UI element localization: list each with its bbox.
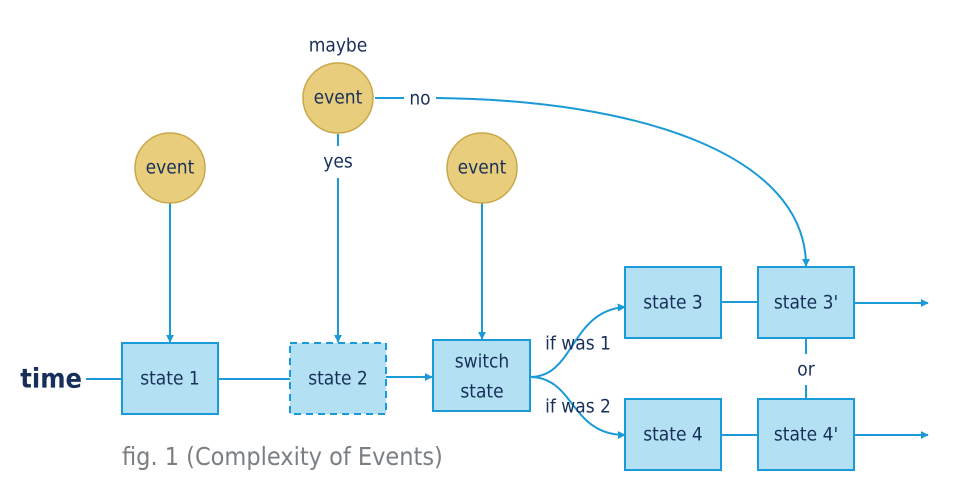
if-was-2-branch-arrow [529,376,626,439]
no-branch-arrow [435,97,810,267]
state-1-box: state 1 [121,342,219,415]
switch-state-label-line-1: switch [455,351,510,373]
switch-state-box: switch state [432,339,531,412]
event-maybe-label: event [314,87,363,109]
if-was-2-label: if was 2 [545,396,611,418]
maybe-label: maybe [309,35,368,57]
yes-label: yes [323,151,353,173]
if-was-1-label: if was 1 [545,333,611,355]
state-2-label: state 2 [308,368,368,390]
if-was-1-branch-arrow [529,303,626,378]
state-3-label: state 3 [643,292,703,314]
state-4-prime-label: state 4' [774,424,838,446]
state-2-box: state 2 [289,342,387,415]
or-label: or [797,359,815,381]
event-1-label: event [146,157,195,179]
state-3-prime-box: state 3' [757,266,855,339]
state-4-prime-box: state 4' [757,398,855,471]
state-4-box: state 4 [624,398,722,471]
no-label: no [409,88,430,110]
figure-caption: fig. 1 (Complexity of Events) [122,442,443,471]
time-axis-label: time [20,364,82,395]
event-node-switch: event [446,132,518,204]
switch-state-label-line-2: state [460,381,503,403]
event-node-1: event [134,132,206,204]
event-node-maybe: event [302,62,374,134]
event-switch-label: event [458,157,507,179]
state-1-label: state 1 [140,368,200,390]
state-3-prime-label: state 3' [774,292,838,314]
state-4-label: state 4 [643,424,703,446]
state-3-box: state 3 [624,266,722,339]
